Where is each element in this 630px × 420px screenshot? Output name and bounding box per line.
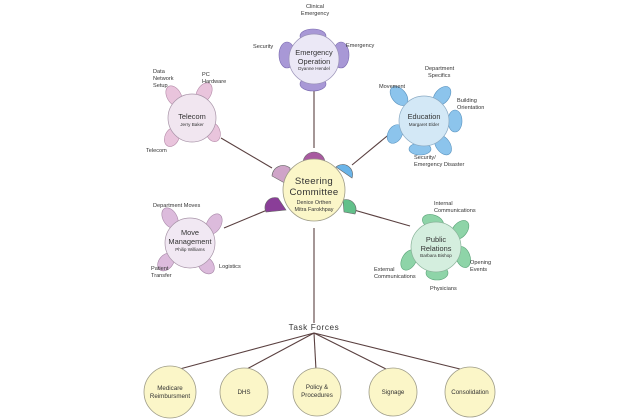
taskforce-consolidation-circle <box>444 366 496 418</box>
telecom-label-dns-line1: Data <box>153 69 166 75</box>
public-label-internal-line1: Internal <box>434 201 453 207</box>
move-label-dept-moves: Department Moves <box>153 203 200 209</box>
move-label-patient-line1: Patient <box>151 266 169 272</box>
move-title-line1: Move <box>181 228 199 237</box>
emergency-person: Dyanne Hendel <box>298 66 330 71</box>
public-label-physicians: Physicians <box>430 286 457 292</box>
emergency-title-line2: Operation <box>298 57 330 66</box>
task-forces-section: Task Forces Medicare Reimbursment DHS Po… <box>143 323 496 419</box>
line-tf-medicare <box>175 332 315 371</box>
taskforce-medicare: Medicare Reimbursment <box>143 365 197 419</box>
telecom-label-pc-line2: Hardware <box>202 79 226 85</box>
taskforce-consolidation-label: Consolidation <box>451 389 489 396</box>
taskforce-policy-line2: Procedures <box>301 392 333 399</box>
steering-committee-node: Steering Committee Denice Orthen Mitra F… <box>264 151 357 222</box>
public-circle <box>410 221 462 273</box>
public-title-line1: Public <box>426 235 446 244</box>
line-tf-consolidation <box>313 332 465 371</box>
taskforce-dhs: DHS <box>219 367 269 417</box>
taskforce-policy: Policy & Procedures <box>292 367 342 417</box>
taskforce-medicare-line1: Medicare <box>157 385 183 392</box>
move-label-logistics: Logistics <box>219 264 241 270</box>
line-public <box>353 209 411 227</box>
move-title-line2: Management <box>168 237 211 246</box>
taskforce-consolidation: Consolidation <box>444 366 496 418</box>
line-tf-signage <box>313 332 389 371</box>
center-petal-lower-right <box>342 199 357 215</box>
line-tf-policy <box>313 332 317 371</box>
education-petal-right <box>447 109 463 133</box>
emergency-label-top-line2: Emergency <box>301 11 329 17</box>
telecom-circle <box>167 93 217 143</box>
telecom-label-telecom: Telecom <box>146 148 167 154</box>
center-title-line1: Steering <box>295 176 333 187</box>
education-label-security-line2: Emergency Disaster <box>414 162 464 168</box>
move-management-node: Move Management Philip Williams Departme… <box>151 203 241 279</box>
connectors <box>175 88 465 371</box>
public-person: Barbara Bishop <box>420 253 452 258</box>
telecom-person: Jerry Baker <box>180 122 204 127</box>
taskforce-signage-label: Signage <box>382 389 405 396</box>
education-title: Education <box>408 112 441 121</box>
telecom-title: Telecom <box>178 112 206 121</box>
center-title-line2: Committee <box>289 187 338 198</box>
public-title-line2: Relations <box>421 244 452 253</box>
education-label-movement: Movement <box>379 84 406 90</box>
education-label-building-line2: Orientation <box>457 105 484 111</box>
center-names-line2: Mitra Farokhpay <box>295 207 334 213</box>
public-label-opening-line1: Opening <box>470 260 491 266</box>
emergency-label-right: Emergency <box>346 43 374 49</box>
telecom-label-dns-line2: Network <box>153 76 174 82</box>
taskforce-policy-line1: Policy & <box>306 384 329 391</box>
emergency-circle <box>288 33 340 85</box>
public-label-external-line1: External <box>374 267 395 273</box>
emergency-operation-node: Emergency Operation Dyanne Hendel Clinic… <box>253 4 374 92</box>
taskforce-medicare-circle <box>143 365 197 419</box>
line-tf-dhs <box>244 332 315 371</box>
center-petal-lower-left <box>264 197 287 213</box>
telecom-node: Telecom Jerry Baker Data Network Setup P… <box>146 69 226 154</box>
move-person: Philip Williams <box>175 247 205 252</box>
line-education <box>351 131 393 166</box>
public-label-external-line2: Communications <box>374 274 416 280</box>
education-node: Education Margaret Elder Movement Depart… <box>379 66 484 168</box>
taskforce-signage: Signage <box>368 367 418 417</box>
emergency-title-line1: Emergency <box>295 48 333 57</box>
move-circle <box>164 217 216 269</box>
taskforce-medicare-line2: Reimbursment <box>150 393 191 400</box>
taskforce-dhs-label: DHS <box>237 389 250 396</box>
education-label-security-line1: Security/ <box>414 155 436 161</box>
education-label-dept-line1: Department <box>425 66 455 72</box>
taskforce-dhs-circle <box>219 367 269 417</box>
education-person: Margaret Elder <box>409 122 440 127</box>
education-label-building-line1: Building <box>457 98 477 104</box>
taskforce-policy-circle <box>292 367 342 417</box>
taskforce-signage-circle <box>368 367 418 417</box>
line-telecom <box>220 137 273 169</box>
line-move <box>223 207 273 229</box>
public-label-internal-line2: Communications <box>434 208 476 214</box>
telecom-label-dns-line3: Setup <box>153 83 168 89</box>
education-label-dept-line2: Specifics <box>428 73 451 79</box>
move-label-patient-line2: Transfer <box>151 273 172 279</box>
telecom-label-pc-line1: PC <box>202 72 210 78</box>
center-petal-right <box>335 164 353 179</box>
emergency-label-top-line1: Clinical <box>306 4 324 10</box>
center-names-line1: Denice Orthen <box>297 200 332 206</box>
public-label-opening-line2: Events <box>470 267 487 273</box>
center-circle <box>282 158 346 222</box>
emergency-label-left: Security <box>253 44 273 50</box>
education-circle <box>398 95 450 147</box>
task-forces-title: Task Forces <box>289 323 340 332</box>
public-relations-node: Public Relations Barbara Bishop Internal… <box>374 201 491 292</box>
